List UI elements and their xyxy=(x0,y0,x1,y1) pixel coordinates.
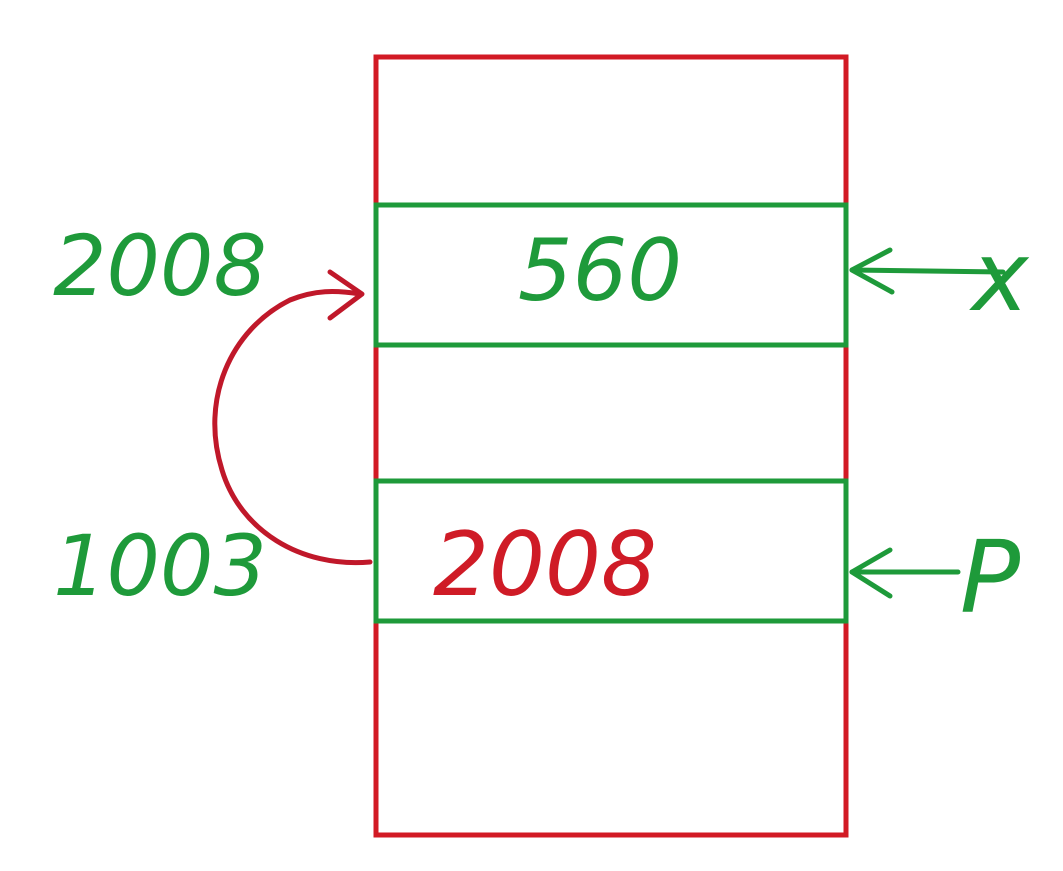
x-variable-label: x xyxy=(969,221,1030,333)
p-variable-label: P xyxy=(960,519,1021,636)
x-cell: 560 xyxy=(373,202,849,348)
curved-arrow-icon xyxy=(212,269,373,566)
left-arrow-icon xyxy=(849,247,1006,295)
p-cell-box xyxy=(373,478,849,624)
x-cell-address: 2008 xyxy=(53,217,267,315)
memory-block xyxy=(373,54,849,838)
x-cell-value: 560 xyxy=(518,221,682,321)
p-cell: 2008 xyxy=(373,478,849,624)
x-cell-box xyxy=(373,202,849,348)
p-cell-value: 2008 xyxy=(433,513,657,616)
left-arrow-icon xyxy=(849,547,961,599)
p-cell-address: 1003 xyxy=(53,517,267,615)
